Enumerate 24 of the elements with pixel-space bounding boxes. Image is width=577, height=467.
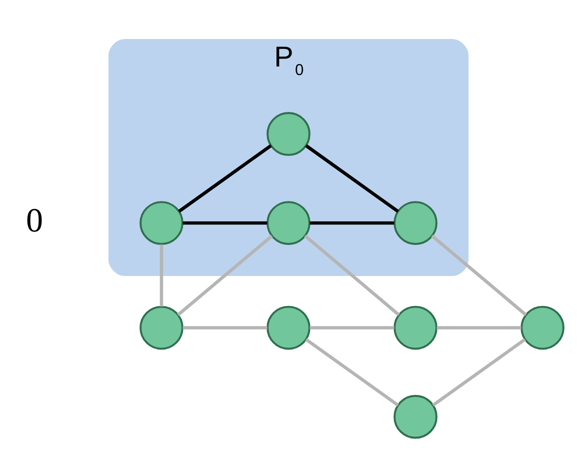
connector bbox=[305, 144, 399, 213]
connector bbox=[310, 326, 394, 330]
node-circle bbox=[394, 306, 438, 350]
node-circle bbox=[394, 394, 438, 439]
connector bbox=[182, 221, 268, 225]
connector bbox=[160, 244, 164, 306]
connector bbox=[178, 144, 272, 213]
node-circle bbox=[266, 306, 310, 350]
node-circle bbox=[266, 201, 310, 245]
connector bbox=[432, 338, 526, 406]
node-circle bbox=[140, 306, 184, 350]
cluster: P$_{0}$ bbox=[108, 39, 469, 276]
label: 0 bbox=[26, 202, 43, 240]
connector bbox=[310, 221, 394, 225]
connector bbox=[436, 326, 522, 330]
connector bbox=[177, 234, 273, 316]
connector bbox=[305, 338, 399, 406]
node-circle bbox=[140, 201, 184, 245]
connector bbox=[431, 234, 527, 316]
connector bbox=[304, 234, 400, 316]
node-circle bbox=[520, 306, 564, 350]
connector bbox=[182, 326, 268, 330]
node-circle bbox=[266, 112, 310, 156]
node-circle bbox=[394, 201, 438, 245]
